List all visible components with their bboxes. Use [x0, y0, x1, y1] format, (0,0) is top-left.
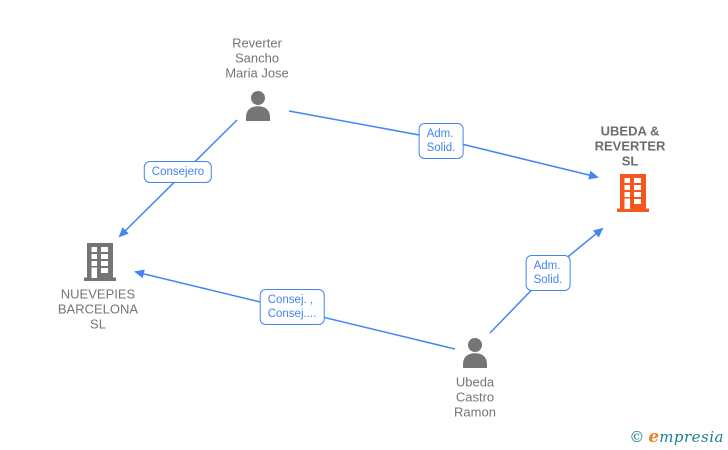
brand-text: mpresia: [659, 428, 724, 446]
edge-label-ubeda-castro-ramon-to-ubeda-reverter-sl: Adm.Solid.: [525, 255, 571, 291]
edge-label-reverter-sancho-maria-jose-to-nuevepies-barcelona-sl: Consejero: [143, 161, 213, 183]
person-icon-reverter-sancho-maria-jose[interactable]: [244, 91, 272, 121]
building-icon-nuevepies-barcelona-sl[interactable]: [84, 243, 116, 281]
empresia-watermark: ©empresia: [629, 427, 724, 447]
copyright-icon: ©: [629, 428, 645, 446]
edge-label-reverter-sancho-maria-jose-to-ubeda-reverter-sl: Adm.Solid.: [418, 123, 464, 159]
building-icon-ubeda-reverter-sl[interactable]: [617, 174, 649, 212]
person-icon-ubeda-castro-ramon[interactable]: [461, 338, 489, 368]
edge-label-ubeda-castro-ramon-to-nuevepies-barcelona-sl: Consej. ,Consej....: [259, 289, 325, 325]
brand-letter-e: e: [648, 427, 660, 447]
